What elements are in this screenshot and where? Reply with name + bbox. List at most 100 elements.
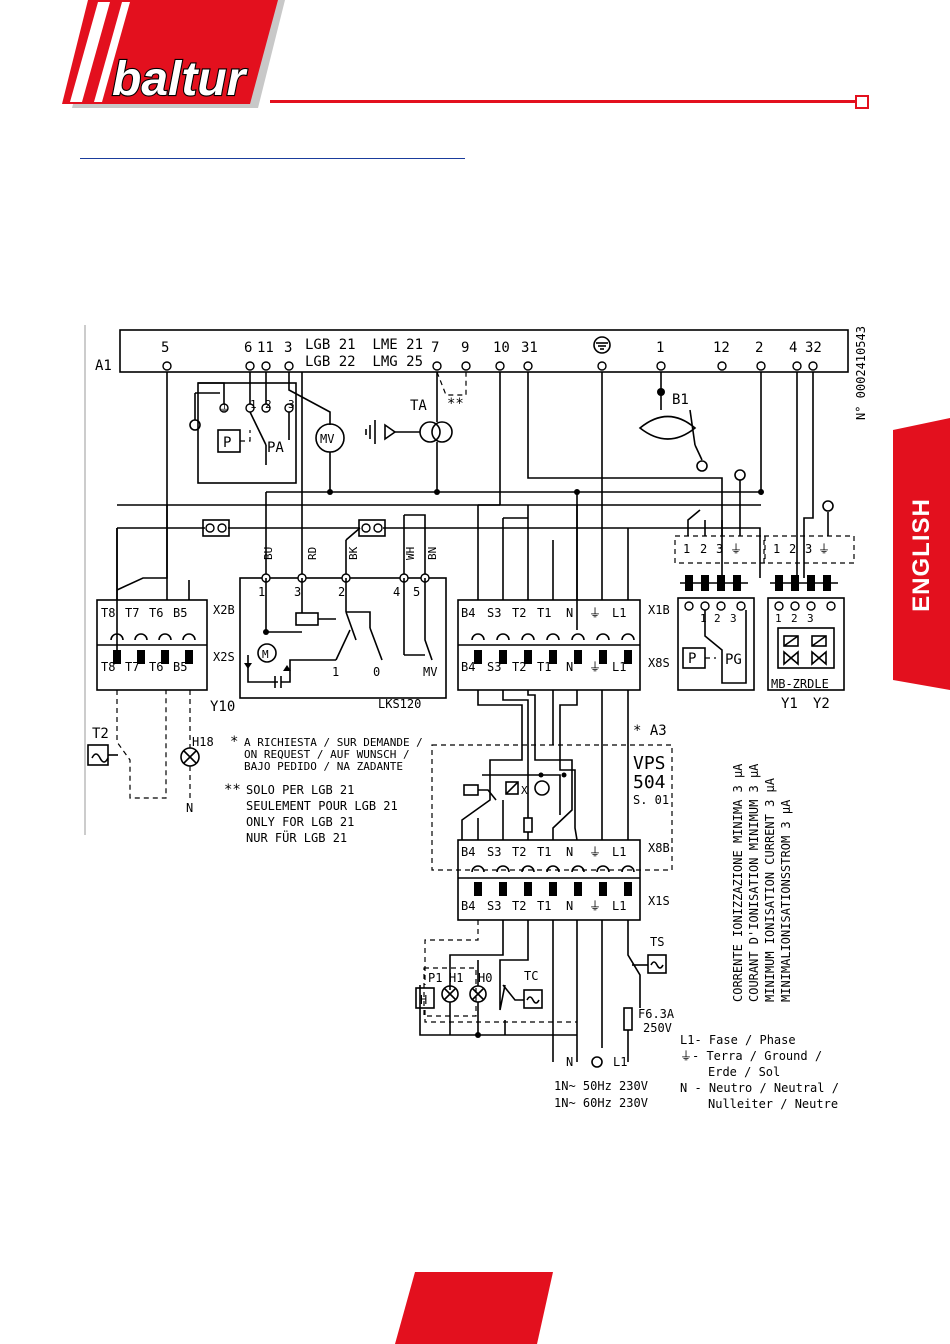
svg-text:2: 2 [700, 542, 707, 556]
terminal-label: 6 [244, 340, 252, 356]
svg-text:1: 1 [700, 612, 707, 625]
b1-label: B1 [672, 392, 689, 408]
h18-label: H18 [192, 735, 214, 749]
svg-text:⏚: ⏚ [589, 899, 601, 913]
svg-text:L1: L1 [612, 899, 626, 913]
x2s-label: X2S [213, 650, 235, 664]
lgb21-line: ONLY FOR LGB 21 [246, 815, 354, 829]
svg-text:N: N [566, 606, 573, 620]
t2-label: T2 [92, 726, 109, 742]
svg-text:N: N [566, 899, 573, 913]
header-rule [270, 100, 856, 103]
thermostat-tc [523, 989, 543, 1009]
legend-neutral: N - Neutro / Neutral / [680, 1081, 839, 1095]
panel-terminals [162, 361, 818, 371]
svg-text:T1: T1 [537, 899, 551, 913]
switch-pos: 0 [373, 665, 380, 679]
svg-text:⏚: ⏚ [589, 660, 601, 674]
switch-pos: MV [423, 665, 437, 679]
legend-earth: ⏚- Terra / Ground / [680, 1049, 822, 1063]
svg-text:2: 2 [714, 612, 721, 625]
svg-text:T1: T1 [537, 660, 551, 674]
svg-text:T6: T6 [149, 606, 163, 620]
ionisation-note: COURANT D'IONISATION MINIMUM 3 μA [747, 763, 761, 1002]
svg-text:L1: L1 [612, 845, 626, 859]
control-box-a1 [119, 329, 849, 373]
supply-earth-icon [591, 1056, 603, 1068]
on-request-line: ON REQUEST / AUF WUNSCH / [244, 748, 410, 761]
air-pressure-switch-box [197, 382, 297, 484]
a3-label: * A3 [633, 723, 667, 739]
valve-terminal-strip [763, 535, 855, 564]
svg-text:N: N [566, 845, 573, 859]
switch-pos: 1 [332, 665, 339, 679]
svg-text:T2: T2 [512, 660, 526, 674]
ignition-transformer [419, 421, 441, 443]
y10-label: Y10 [210, 699, 235, 715]
p1-label: P1 [428, 971, 442, 985]
pg-label: PG [725, 652, 742, 668]
h1-label: H1 [449, 971, 463, 985]
terminal-label: 4 [789, 340, 797, 356]
wire-color: RD [306, 547, 319, 560]
svg-text:2: 2 [265, 398, 272, 411]
terminal-label: 7 [431, 340, 439, 356]
svg-text:N: N [566, 660, 573, 674]
svg-text:T6: T6 [149, 660, 163, 674]
supply-l1: L1 [613, 1055, 627, 1069]
panel-model-line-1: LGB 21 LME 21 [305, 337, 423, 353]
lgb21-mark: ** [224, 782, 241, 798]
svg-text:3: 3 [716, 542, 723, 556]
svg-text:⏚: ⏚ [730, 542, 742, 556]
svg-text:2: 2 [791, 612, 798, 625]
connector-x2-pins: T8 T7 T6 B5 T8 T7 T6 B5 [101, 606, 196, 674]
lgb21-line: NUR FÜR LGB 21 [246, 829, 347, 845]
svg-text:⏚: ⏚ [589, 845, 601, 859]
svg-text:3: 3 [730, 612, 737, 625]
svg-text:T2: T2 [512, 845, 526, 859]
wire-color: BK [347, 546, 360, 560]
panel-earth-icon [593, 336, 611, 354]
gas-pressure-switch-pg [677, 597, 755, 691]
tc-label: TC [524, 969, 538, 983]
wire-color: WH [404, 547, 417, 560]
svg-text:S3: S3 [487, 845, 501, 859]
ts-label: TS [650, 935, 664, 949]
svg-text:T2: T2 [512, 606, 526, 620]
svg-text:B4: B4 [461, 660, 475, 674]
svg-text:T7: T7 [125, 660, 139, 674]
motor-m-label: M [262, 648, 269, 661]
on-request-line: A RICHIESTA / SUR DEMANDE / [244, 736, 423, 749]
legend-earth: Erde / Sol [708, 1065, 780, 1079]
lgb21-line: SOLO PER LGB 21 [246, 783, 354, 797]
language-tab [893, 418, 950, 690]
supply-line: 1N~ 50Hz 230V [554, 1079, 648, 1093]
connector-x1-pins: B4 S3 T2 T1 N ⏚ L1 B4 S3 T2 T1 N ⏚ L1 [461, 606, 635, 674]
svg-text:3: 3 [805, 542, 812, 556]
thermostat-ts [647, 954, 667, 974]
svg-text:⏚: ⏚ [219, 402, 230, 415]
svg-text:T1: T1 [537, 606, 551, 620]
terminal-block [358, 519, 386, 537]
svg-text:S3: S3 [487, 660, 501, 674]
lks-term: 1 [258, 585, 265, 599]
vps-label: VPS [633, 753, 666, 774]
svg-text:L1: L1 [612, 606, 626, 620]
svg-text:1: 1 [773, 542, 780, 556]
lks-term: 2 [338, 585, 345, 599]
svg-text:B4: B4 [461, 899, 475, 913]
neutral-label: N [186, 801, 193, 815]
header-square [855, 95, 869, 109]
svg-text:⏚: ⏚ [818, 542, 830, 556]
terminal-label: 12 [713, 340, 730, 356]
fuse-voltage: 250V [643, 1021, 672, 1035]
lgb21-line: SEULEMENT POUR LGB 21 [246, 799, 398, 813]
supply-line: 1N~ 60Hz 230V [554, 1096, 648, 1110]
ta-label: TA [410, 398, 427, 414]
svg-text:S3: S3 [487, 606, 501, 620]
terminal-block [202, 519, 230, 537]
svg-text:1: 1 [250, 398, 257, 411]
svg-text:B4: B4 [461, 606, 475, 620]
ionisation-note: CORRENTE IONIZZAZIONE MINIMA 3 μA [731, 763, 745, 1002]
